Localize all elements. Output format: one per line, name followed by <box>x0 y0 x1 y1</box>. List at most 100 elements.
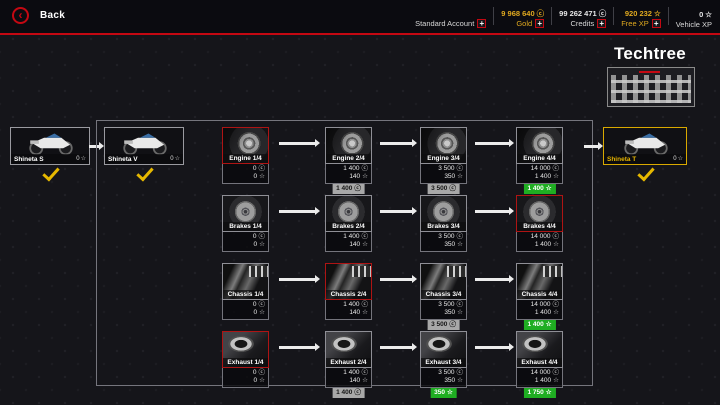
node-costs: 14 000 1 400 <box>516 368 563 388</box>
credits-icon <box>457 166 464 173</box>
xp-icon <box>553 242 559 249</box>
node-costs: 0 0 <box>222 164 269 184</box>
check-icon <box>42 163 60 182</box>
gold-plus-button[interactable]: + <box>535 19 545 28</box>
link-arrow <box>380 139 417 147</box>
xp-icon <box>362 378 368 385</box>
tech-node-engine-2[interactable]: Engine 2/4 1 400 140 1 400 <box>325 127 372 194</box>
bike-name: Shineta T <box>607 155 637 163</box>
divider <box>493 7 495 25</box>
credits-icon <box>259 370 266 377</box>
tech-node-exhaust-4[interactable]: Exhaust 4/4 14 000 1 400 1 750 <box>516 331 563 398</box>
credits-plus-button[interactable]: + <box>597 19 607 28</box>
vehicle-xp-value: 0 <box>699 10 704 19</box>
star-icon <box>81 156 86 162</box>
divider <box>551 7 553 25</box>
node-costs: 14 000 1 400 <box>516 164 563 184</box>
star-icon <box>678 156 683 162</box>
tech-node-brakes-3[interactable]: Brakes 3/4 3 500 350 <box>420 195 467 252</box>
tech-node-engine-3[interactable]: Engine 3/4 3 500 350 3 500 <box>420 127 467 194</box>
credits-icon <box>259 234 266 241</box>
tech-node-exhaust-3[interactable]: Exhaust 3/4 3 500 350 350 <box>420 331 467 398</box>
bike-stars-value: 0 <box>170 156 174 162</box>
node-costs: 14 000 1 400 <box>516 232 563 252</box>
node-costs: 3 500 350 <box>420 164 467 184</box>
tech-node-chassis-4[interactable]: Chassis 4/4 14 000 1 400 1 400 <box>516 263 563 330</box>
account-group: Standard Account+ <box>415 4 487 28</box>
credits-icon <box>553 234 560 241</box>
tech-node-brakes-2[interactable]: Brakes 2/4 1 400 140 <box>325 195 372 252</box>
credits-icon <box>362 234 369 241</box>
vehicle-xp-label: Vehicle XP <box>675 19 712 29</box>
owned-badge: 3 500 <box>427 320 460 330</box>
xp-icon <box>546 322 552 329</box>
node-label: Chassis 2/4 <box>326 289 371 299</box>
credits-icon <box>354 186 361 193</box>
engine-part-image: Engine 2/4 <box>325 127 372 164</box>
engine-part-image: Engine 4/4 <box>516 127 563 164</box>
wallet-bar: Standard Account+ 9 968 640 Gold+ 99 262… <box>415 3 712 29</box>
credits-value: 99 262 471 <box>559 8 597 18</box>
star-icon <box>175 156 180 162</box>
affordable-badge: 1 750 <box>523 388 556 398</box>
xp-icon <box>259 242 265 249</box>
tech-node-brakes-4[interactable]: Brakes 4/4 14 000 1 400 <box>516 195 563 252</box>
tech-node-chassis-1[interactable]: Chassis 1/4 0 0 <box>222 263 269 320</box>
tech-node-exhaust-2[interactable]: Exhaust 2/4 1 400 140 1 400 <box>325 331 372 398</box>
account-label: Standard Account <box>415 18 475 28</box>
credits-icon <box>449 186 456 193</box>
exhaust-part-image: Exhaust 4/4 <box>516 331 563 368</box>
xp-icon <box>457 174 463 181</box>
tech-node-chassis-3[interactable]: Chassis 3/4 3 500 350 3 500 <box>420 263 467 330</box>
owned-badge: 3 500 <box>427 184 460 194</box>
gold-group: 9 968 640 Gold+ <box>501 4 545 28</box>
tech-node-engine-4[interactable]: Engine 4/4 14 000 1 400 1 400 <box>516 127 563 194</box>
engine-part-image: Engine 1/4 <box>222 127 269 164</box>
tech-node-engine-1[interactable]: Engine 1/4 0 0 <box>222 127 269 184</box>
link-arrow <box>380 207 417 215</box>
node-costs: 0 0 <box>222 368 269 388</box>
account-plus-button[interactable]: + <box>477 19 487 28</box>
node-label: Exhaust 3/4 <box>421 357 466 367</box>
node-costs: 3 500 350 <box>420 232 467 252</box>
link-arrow <box>279 343 320 351</box>
chassis-part-image: Chassis 2/4 <box>325 263 372 300</box>
back-chevron-icon: ‹ <box>12 7 29 24</box>
node-costs: 1 400 140 <box>325 232 372 252</box>
xp-icon <box>447 390 453 397</box>
credits-icon <box>362 370 369 377</box>
motorcycle-image <box>29 133 73 156</box>
xp-icon <box>457 310 463 317</box>
xp-icon <box>546 390 552 397</box>
credits-icon <box>553 370 560 377</box>
check-icon <box>637 163 655 182</box>
affordable-badge: 350 <box>430 388 457 398</box>
node-label: Brakes 2/4 <box>326 221 371 231</box>
page-title: Techtree <box>613 44 686 63</box>
tech-node-exhaust-1[interactable]: Exhaust 1/4 0 0 <box>222 331 269 388</box>
tech-node-brakes-1[interactable]: Brakes 1/4 0 0 <box>222 195 269 252</box>
exhaust-part-image: Exhaust 3/4 <box>420 331 467 368</box>
brakes-part-image: Brakes 2/4 <box>325 195 372 232</box>
free-xp-plus-button[interactable]: + <box>651 19 661 28</box>
bike-node-shineta-t[interactable]: Shineta T 0 <box>603 127 687 165</box>
bike-node-shineta-s[interactable]: Shineta S 0 <box>10 127 90 165</box>
engine-part-image: Engine 3/4 <box>420 127 467 164</box>
xp-icon <box>362 242 368 249</box>
credits-label: Credits <box>570 18 595 28</box>
tech-node-chassis-2[interactable]: Chassis 2/4 1 400 140 <box>325 263 372 320</box>
xp-icon <box>553 310 559 317</box>
bike-node-shineta-v[interactable]: Shineta V 0 <box>104 127 184 165</box>
free-xp-value: 920 232 <box>624 8 652 18</box>
vehicle-xp-group: 0 Vehicle XP <box>676 4 712 28</box>
free-xp-group: 920 232 Free XP+ <box>621 4 661 28</box>
free-xp-star-icon <box>654 10 661 18</box>
xp-icon <box>457 242 463 249</box>
back-button[interactable]: ‹ Back <box>12 7 65 24</box>
node-label: Chassis 1/4 <box>223 289 268 299</box>
node-label: Engine 1/4 <box>223 153 268 163</box>
minimap-nodes <box>611 75 691 103</box>
techtree-minimap[interactable] <box>607 67 695 107</box>
node-costs: 0 0 <box>222 232 269 252</box>
xp-icon <box>553 174 559 181</box>
